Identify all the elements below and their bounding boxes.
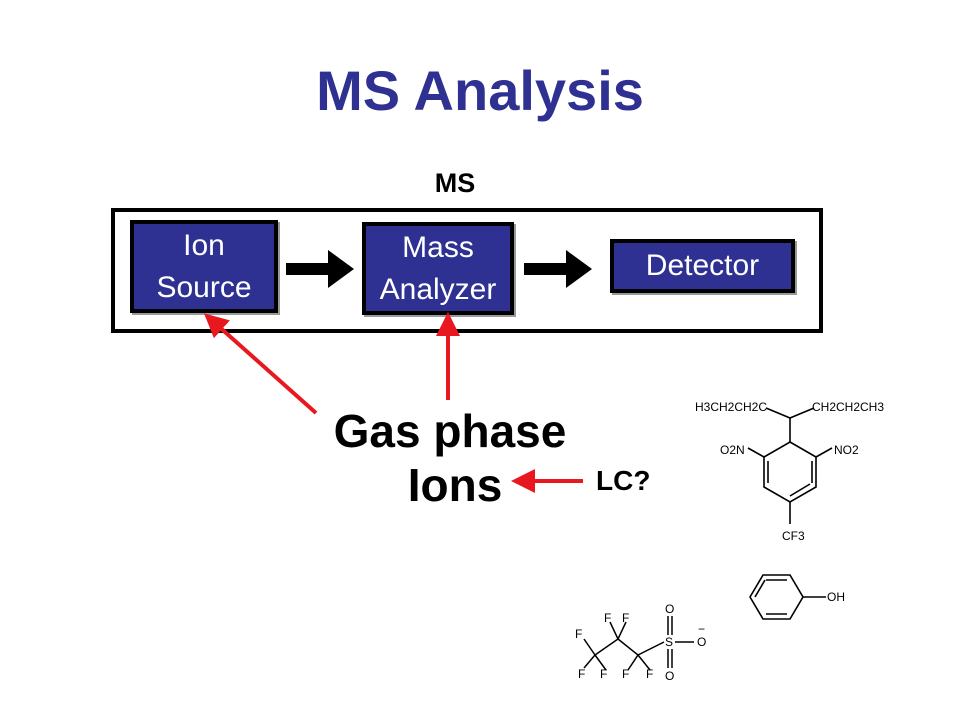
svg-text:F: F [622,667,629,681]
ms-label: MS [434,168,476,198]
phenol-structure: OH [749,574,845,620]
trifluralin-top-left: H3CH2CH2C [695,400,767,414]
sulfonate-structure: F F F F F F F O S O O − [575,602,706,683]
svg-text:O: O [697,635,706,649]
svg-text:F: F [578,667,585,681]
ion-source-block: Ion Source [130,220,278,313]
trifluralin-structure: H3CH2CH2C CH2CH2CH3 O2N NO2 CF3 [695,400,884,543]
lc-label: LC? [596,465,651,496]
svg-text:F: F [575,627,582,641]
svg-text:O: O [665,669,674,683]
red-arrow-ion-source [204,313,318,415]
ms-frame [111,208,823,333]
svg-text:F: F [622,611,629,625]
sulfonate-s-label: S [665,635,673,649]
black-arrow-2 [524,250,592,288]
ions-label: Ions [407,459,503,511]
trifluralin-left-group: O2N [720,443,745,457]
svg-text:F: F [646,667,653,681]
svg-text:F: F [600,667,607,681]
svg-text:F: F [604,611,611,625]
trifluralin-right-group: NO2 [834,443,859,457]
trifluralin-top-right: CH2CH2CH3 [812,400,884,414]
gas-phase-label: Gas phase [333,405,567,457]
sulfonate-charge: − [698,622,705,636]
page-title: MS Analysis [316,59,644,122]
detector-block: Detector [610,239,795,293]
phenol-oh-label: OH [827,590,845,604]
black-arrow-1 [286,250,354,288]
trifluralin-bottom-group: CF3 [782,529,805,543]
svg-text:O: O [665,602,674,616]
